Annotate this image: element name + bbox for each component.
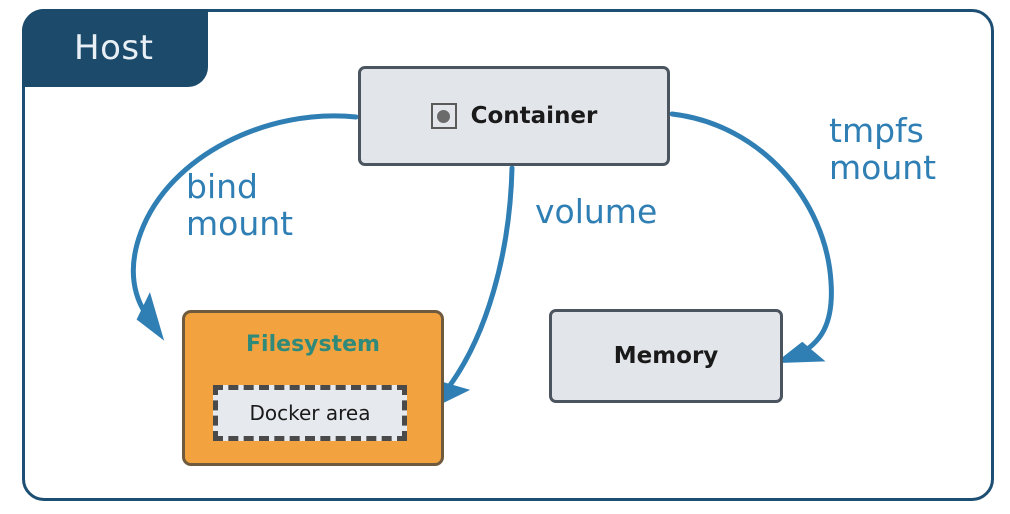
node-docker-area-label: Docker area [249,401,371,425]
edge-label-bind-mount: bind mount [186,167,294,243]
edge-label-volume: volume [535,192,658,231]
container-icon-dot [437,109,451,123]
node-container-label: Container [470,102,598,129]
node-memory[interactable]: Memory [549,309,783,403]
node-filesystem[interactable]: Filesystem Docker area [182,310,444,466]
node-container[interactable]: Container [358,66,670,166]
node-docker-area[interactable]: Docker area [213,385,407,441]
node-filesystem-label: Filesystem [246,332,380,357]
host-tab-label: Host [74,28,154,68]
container-square-dot-icon [430,103,457,129]
node-memory-label: Memory [613,342,719,369]
container-content: Container [430,102,598,129]
edge-label-tmpfs-mount: tmpfs mount [829,111,937,187]
host-tab: Host [22,9,208,87]
